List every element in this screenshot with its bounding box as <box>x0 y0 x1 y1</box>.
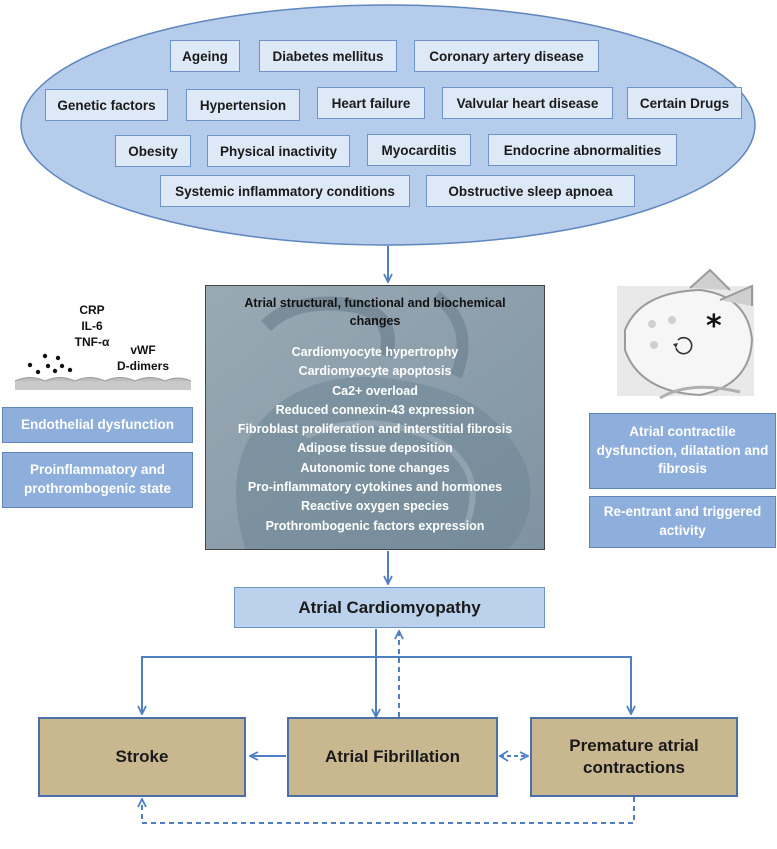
change-item: Cardiomyocyte apoptosis <box>298 364 452 379</box>
change-item: Pro-inflammatory cytokines and hormones <box>247 480 503 495</box>
risk-factor-hypertension: Hypertension <box>186 89 300 121</box>
risk-factor-drugs: Certain Drugs <box>627 87 742 119</box>
risk-factor-inactivity: Physical inactivity <box>207 135 350 167</box>
arrow-cardiomyopathy-to-pac <box>376 656 631 714</box>
atrial-contractile-box: Atrial contractile dysfunction, dilatati… <box>589 413 776 489</box>
endothelial-dysfunction-box: Endothelial dysfunction <box>2 407 193 443</box>
proinflammatory-state-box: Proinflammatory and prothrombogenic stat… <box>2 452 193 508</box>
biomarker-tnf: TNF-α <box>74 335 110 350</box>
risk-factor-endocrine: Endocrine abnormalities <box>488 134 677 166</box>
svg-text:*: * <box>706 309 722 344</box>
arrowhead-af-side <box>498 750 509 762</box>
biomarker-vwf: vWF <box>130 343 156 357</box>
atrium-illustration: * <box>617 268 754 400</box>
risk-factor-diabetes: Diabetes mellitus <box>259 40 397 72</box>
biomarker-inflammatory: CRP IL-6 TNF-α <box>62 302 122 351</box>
atrial-cardiomyopathy-box: Atrial Cardiomyopathy <box>234 587 545 628</box>
arrow-cardiomyopathy-to-stroke <box>142 656 376 714</box>
risk-factor-sleep-apnoea: Obstructive sleep apnoea <box>426 175 635 207</box>
arrow-pac-to-stroke <box>142 797 635 824</box>
change-item: Adipose tissue deposition <box>297 441 453 456</box>
reentrant-activity-box: Re-entrant and triggered activity <box>589 496 776 548</box>
endothelium-illustration <box>14 353 192 390</box>
risk-factor-systemic-inflammatory: Systemic inflammatory conditions <box>160 175 410 207</box>
change-item: Ca2+ overload <box>332 383 418 398</box>
heart-background-icon <box>206 286 544 549</box>
change-item: Fibroblast proliferation and interstitia… <box>237 422 513 437</box>
biomarker-ddimers: D-dimers <box>116 359 169 374</box>
biomarker-thrombotic: vWF D-dimers <box>103 342 183 374</box>
atrial-changes-list: Cardiomyocyte hypertrophy Cardiomyocyte … <box>206 343 544 536</box>
risk-factor-cad: Coronary artery disease <box>414 40 599 72</box>
risk-factor-genetic: Genetic factors <box>45 89 168 121</box>
biomarker-il6: IL-6 <box>81 319 103 334</box>
premature-atrial-contractions-box: Premature atrial contractions <box>530 717 738 797</box>
risk-factor-myocarditis: Myocarditis <box>367 134 471 166</box>
risk-factor-heart-failure: Heart failure <box>317 87 425 119</box>
stroke-box: Stroke <box>38 717 246 797</box>
biomarker-crp: CRP <box>79 303 105 317</box>
risk-factor-obesity: Obesity <box>115 135 191 167</box>
change-item: Reduced connexin-43 expression <box>275 402 475 417</box>
atrial-fibrillation-box: Atrial Fibrillation <box>287 717 498 797</box>
atrial-changes-title: Atrial structural, functional and bioche… <box>244 296 506 329</box>
atrial-changes-box: Atrial structural, functional and bioche… <box>205 285 545 550</box>
change-item: Cardiomyocyte hypertrophy <box>291 345 459 359</box>
risk-factor-ageing: Ageing <box>170 40 240 72</box>
risk-factor-valvular: Valvular heart disease <box>442 87 613 119</box>
change-item: Autonomic tone changes <box>300 460 450 475</box>
change-item: Prothrombogenic factors expression <box>265 518 485 533</box>
change-item: Reactive oxygen species <box>301 499 449 514</box>
